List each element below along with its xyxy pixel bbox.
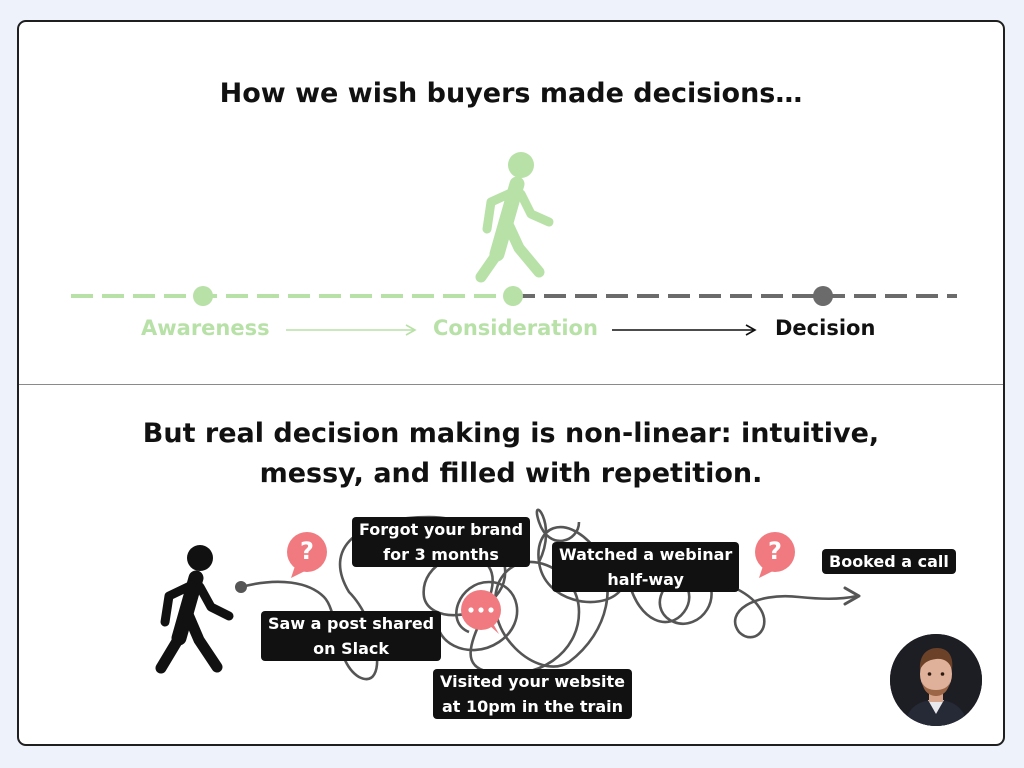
touchpoint-website-visit: Visited your website at 10pm in the trai… <box>433 669 632 719</box>
stage-consideration: Consideration <box>433 316 598 340</box>
stage-awareness: Awareness <box>141 316 270 340</box>
node-awareness <box>193 286 213 306</box>
bottom-title-line1: But real decision making is non-linear: … <box>142 418 880 449</box>
section-divider <box>19 384 1003 385</box>
question-bubble-icon-2 <box>755 532 795 578</box>
path-start-dot <box>235 581 247 593</box>
top-title: How we wish buyers made decisions… <box>219 78 803 109</box>
node-decision <box>813 286 833 306</box>
touchpoint-forgot-brand: Forgot your brand for 3 months <box>352 517 531 567</box>
node-consideration <box>503 286 523 306</box>
touchpoint-slack-post: Saw a post shared on Slack <box>261 611 442 661</box>
ellipsis-bubble-icon <box>461 590 501 634</box>
touchpoint-webinar: Watched a webinar half-way <box>552 542 740 592</box>
question-bubble-icon-1 <box>287 532 327 578</box>
ellipsis-mark: … <box>469 596 493 607</box>
stage-decision: Decision <box>775 316 876 340</box>
walking-person-icon-green <box>475 152 554 283</box>
question-mark-1: ? <box>300 537 314 565</box>
author-avatar <box>890 634 982 726</box>
touchpoint-booked-call: Booked a call <box>822 549 956 574</box>
diagram-card: How we wish buyers made decisions… Aware… <box>17 20 1005 746</box>
path-end-arrow <box>843 586 861 606</box>
bottom-title-line2: messy, and filled with repetition. <box>259 458 763 489</box>
timeline-graphic <box>71 152 957 336</box>
author-avatar-illustration <box>890 634 982 726</box>
walking-person-icon-black <box>155 545 234 674</box>
bottom-title: But real decision making is non-linear: … <box>19 414 1003 494</box>
messy-path-graphic <box>155 508 861 681</box>
question-mark-2: ? <box>768 537 782 565</box>
